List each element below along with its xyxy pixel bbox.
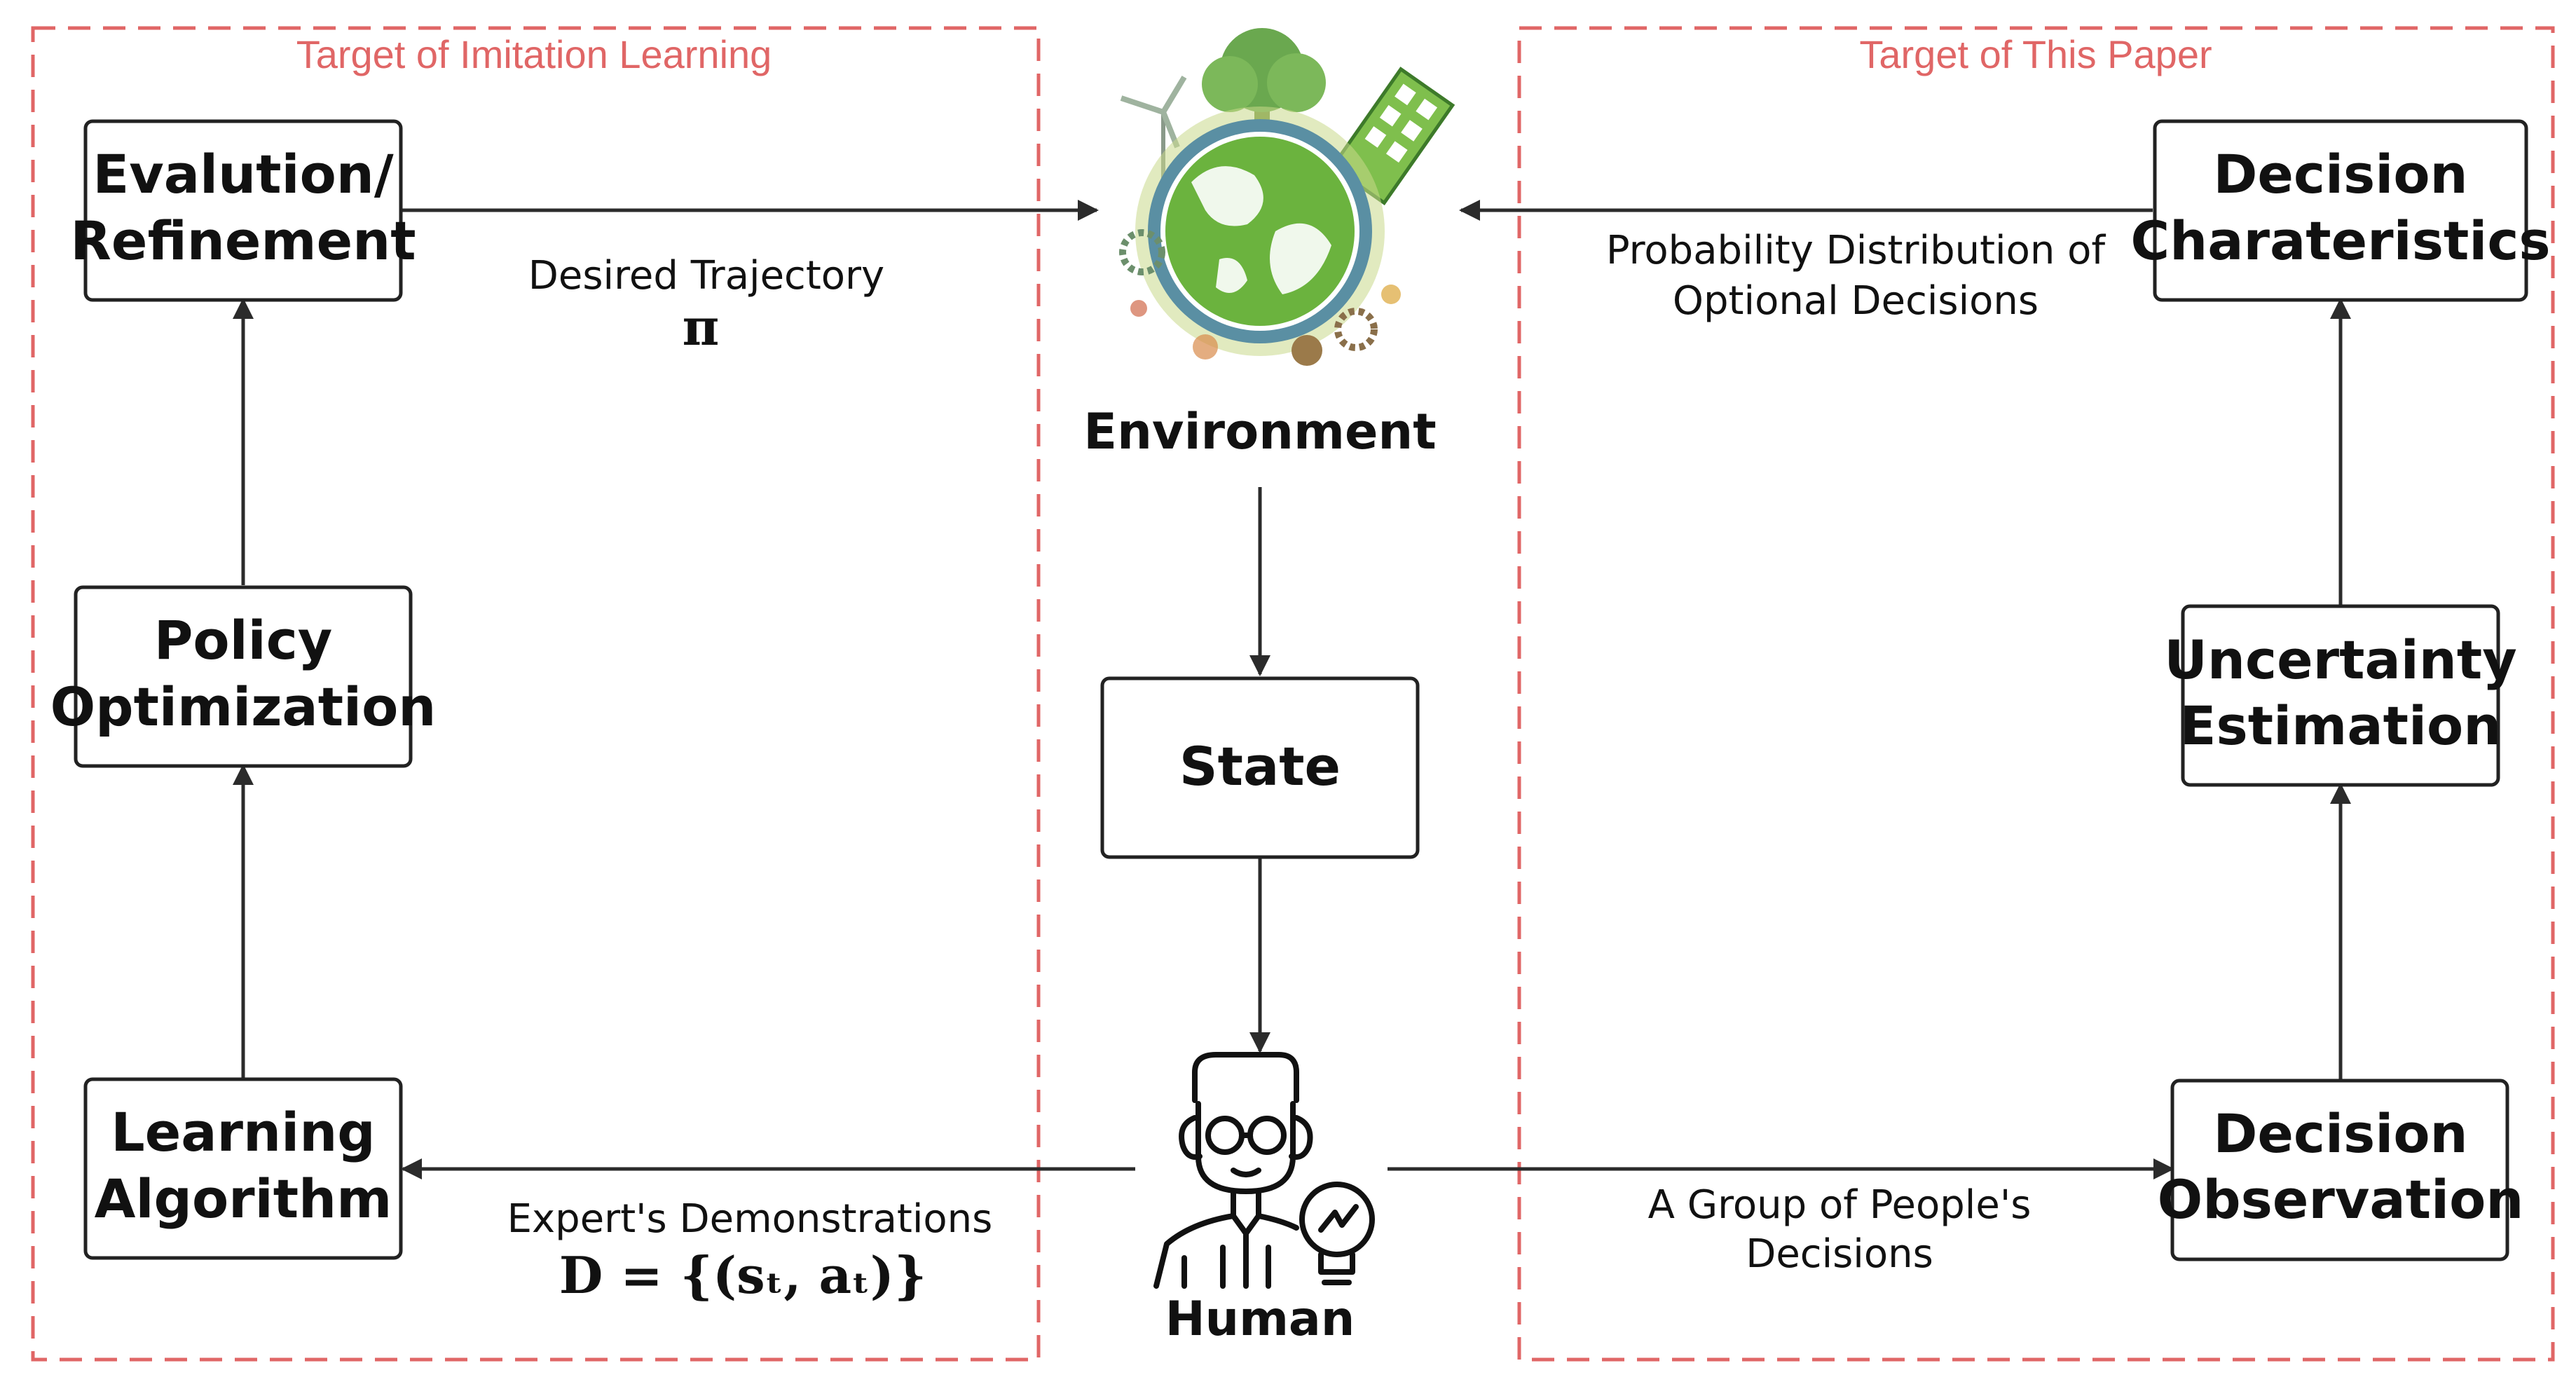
human-thinking-icon <box>1153 1052 1375 1289</box>
edge-label-expert-demonstrations: Expert's Demonstrations D = {(sₜ, aₜ)} <box>507 1196 993 1305</box>
desired-trajectory-symbol: π <box>683 297 720 357</box>
node-uncertainty-line1: Uncertainty <box>2164 629 2517 691</box>
node-state: State <box>1100 676 1420 859</box>
environment-label: Environment <box>1083 403 1436 460</box>
node-learning-line1: Learning <box>111 1101 375 1163</box>
node-policy-line2: Optimization <box>50 676 437 738</box>
group-decisions-line1: A Group of People's <box>1648 1182 2032 1228</box>
node-evaluation-line2: Refinement <box>70 210 416 272</box>
node-evaluation-refinement: Evalution/ Refinement <box>70 119 416 302</box>
node-characteristics-line2: Charateristics <box>2130 210 2550 272</box>
node-policy-line1: Policy <box>154 609 333 671</box>
region-paper-label: Target of This Paper <box>1859 32 2212 76</box>
node-evaluation-box <box>83 119 403 302</box>
region-paper-border <box>1517 26 2555 1362</box>
region-imitation-learning: Target of Imitation Learning <box>31 26 1041 1362</box>
node-uncertainty-line2: Estimation <box>2180 694 2502 757</box>
node-observation-box <box>2170 1079 2509 1261</box>
node-uncertainty-box <box>2181 604 2500 787</box>
node-learning-algorithm: Learning Algorithm <box>83 1077 403 1260</box>
node-state-box <box>1100 676 1420 859</box>
node-characteristics-box <box>2153 119 2528 302</box>
edges <box>233 200 2351 1179</box>
earth-globe-icon <box>1119 28 1455 366</box>
node-uncertainty-estimation: Uncertainty Estimation <box>2164 604 2517 787</box>
edge-label-group-decisions: A Group of People's Decisions <box>1648 1182 2032 1277</box>
edge-label-desired-trajectory: Desired Trajectory π <box>528 253 884 357</box>
edge-label-probability-distribution: Probability Distribution of Optional Dec… <box>1606 228 2106 324</box>
region-this-paper: Target of This Paper <box>1517 26 2555 1362</box>
node-learning-line2: Algorithm <box>95 1168 392 1230</box>
node-learning-box <box>83 1077 403 1260</box>
node-decision-characteristics: Decision Charateristics <box>2130 119 2551 302</box>
node-observation-line1: Decision <box>2213 1102 2467 1165</box>
node-evaluation-line1: Evalution/ <box>93 143 394 205</box>
region-imitation-border <box>31 26 1041 1362</box>
expert-demonstrations-text: Expert's Demonstrations <box>507 1196 993 1242</box>
node-decision-observation: Decision Observation <box>2158 1079 2524 1261</box>
human-label: Human <box>1165 1292 1355 1347</box>
node-characteristics-line1: Decision <box>2213 143 2467 205</box>
expert-demonstrations-formula: D = {(sₜ, aₜ)} <box>559 1245 926 1305</box>
probability-line1: Probability Distribution of <box>1606 228 2106 273</box>
node-observation-line2: Observation <box>2158 1168 2524 1231</box>
group-decisions-line2: Decisions <box>1746 1231 1933 1277</box>
region-imitation-label: Target of Imitation Learning <box>296 32 772 76</box>
desired-trajectory-text: Desired Trajectory <box>528 253 884 299</box>
probability-line2: Optional Decisions <box>1673 278 2039 324</box>
node-policy-box <box>74 585 413 768</box>
node-policy-optimization: Policy Optimization <box>50 585 437 768</box>
node-state-label: State <box>1179 735 1341 798</box>
